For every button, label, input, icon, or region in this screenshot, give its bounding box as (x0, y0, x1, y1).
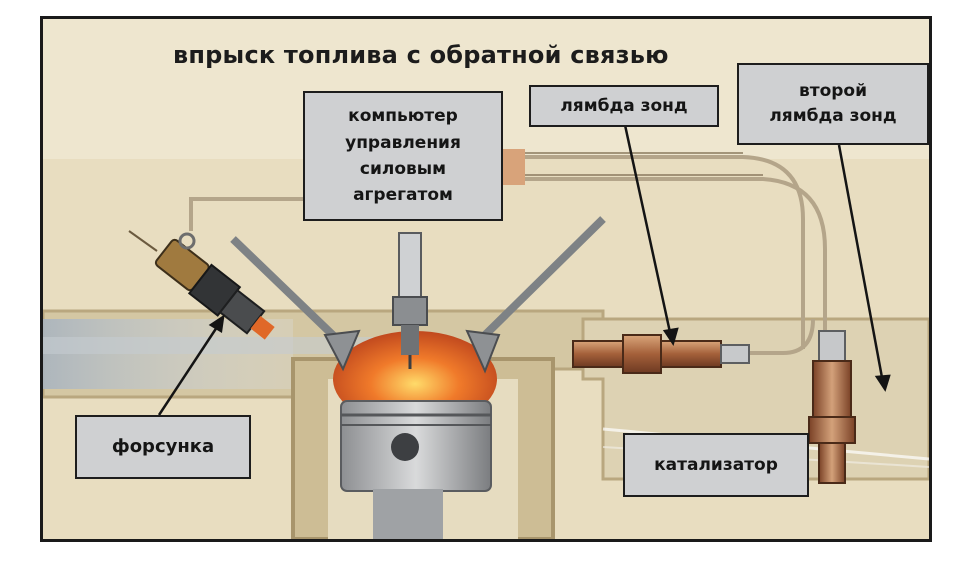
spark-plug (392, 232, 428, 369)
ecu-label-line: управления (345, 132, 461, 153)
catalyst-label: катализатор (623, 433, 809, 497)
ecu-label-line: агрегатом (353, 185, 453, 206)
second-lambda-sensor-label: второй лямбда зонд (737, 63, 929, 145)
piston (340, 400, 492, 539)
lambda-sensor-label: лямбда зонд (529, 85, 719, 127)
lambda-sensor-2 (808, 330, 856, 484)
ecu-label: компьютер управления силовым агрегатом (303, 91, 503, 221)
ecu-label-line: силовым (359, 159, 447, 179)
second-lambda-label-line: второй (798, 81, 868, 102)
fuel-injector (128, 230, 275, 340)
ecu-label-line: компьютер (348, 106, 458, 127)
sensor-wires (189, 155, 827, 379)
second-lambda-label-line: лямбда зонд (769, 106, 897, 126)
wire-connector (503, 149, 525, 185)
lambda-sensor-1 (572, 334, 750, 374)
diagram-title: впрыск топлива с обратной связью (173, 41, 669, 69)
injector-label: форсунка (75, 415, 251, 479)
intake-valve (230, 236, 361, 372)
diagram-frame: впрыск топлива с обратной связью компьют… (40, 16, 932, 542)
intake-pipe (43, 309, 605, 399)
exhaust-valve (465, 216, 606, 374)
pointer-arrows (157, 124, 891, 416)
